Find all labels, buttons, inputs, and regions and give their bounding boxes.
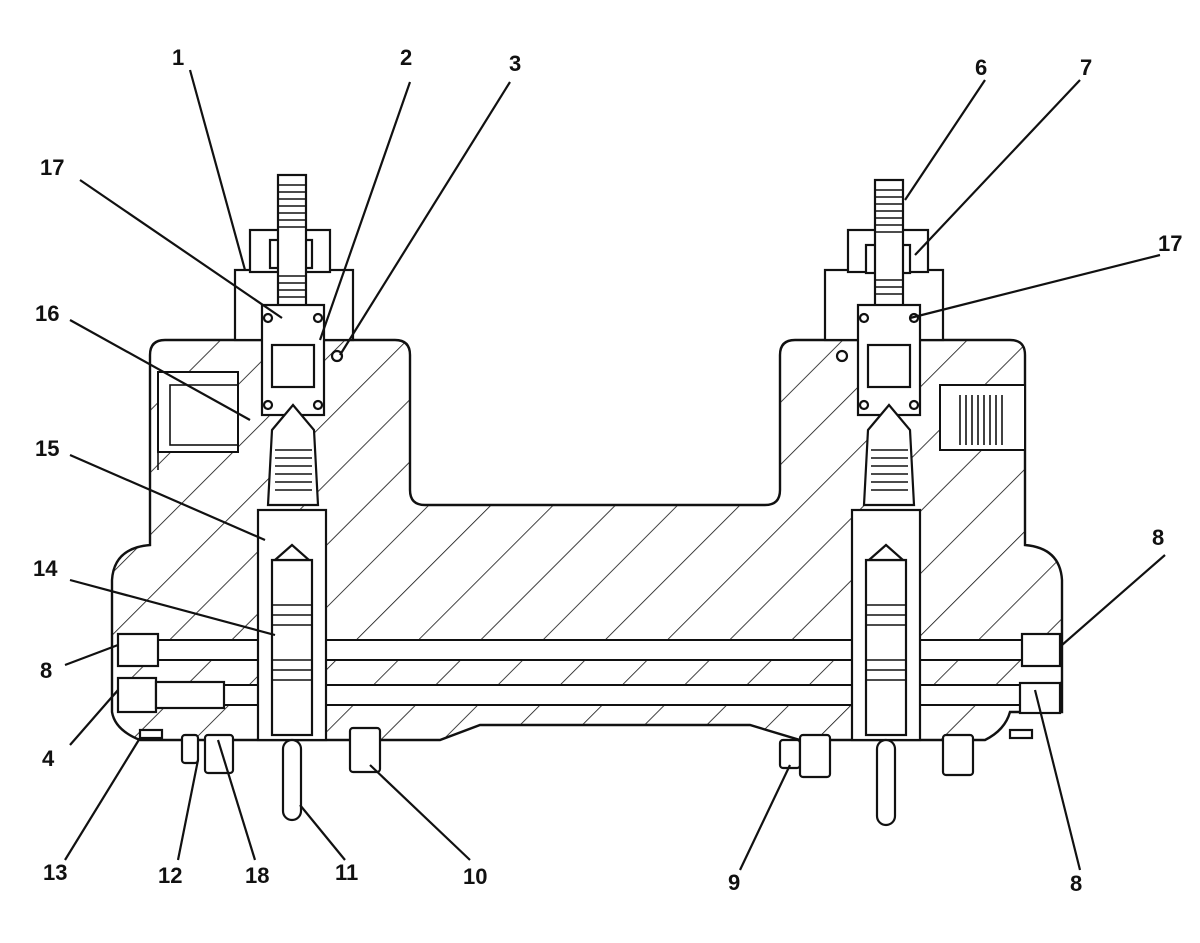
callout-14: 14 [33, 556, 58, 581]
right-o-ring [835, 349, 849, 363]
callout-3: 3 [509, 51, 522, 76]
leader-lines [64, 69, 1166, 871]
callout-10: 10 [463, 864, 488, 889]
callout-13: 13 [43, 860, 68, 885]
callout-1: 1 [172, 45, 185, 70]
right-poppet [862, 403, 916, 507]
bottom-screw-12 [180, 733, 200, 765]
left-lower-plug [116, 676, 158, 714]
bottom-plug-right-flat [1008, 728, 1034, 740]
left-poppet [266, 403, 320, 507]
callout-6: 6 [975, 55, 988, 80]
right-pilot-pin [875, 738, 897, 827]
right-lower-plug [1018, 681, 1062, 715]
left-upper-plug [116, 632, 160, 668]
callout-12: 12 [158, 863, 183, 888]
bottom-plug-9a [778, 738, 802, 770]
right-side-port [939, 384, 1026, 451]
bottom-plug-13 [138, 728, 164, 740]
left-spool [270, 558, 314, 737]
right-valve-assembly [823, 178, 945, 827]
left-adjust-screw [276, 173, 308, 312]
right-port-thread [959, 395, 1003, 445]
bottom-plug-10 [348, 726, 382, 774]
callout-17-right: 17 [1158, 231, 1183, 256]
right-adjust-screw [873, 178, 905, 312]
left-pilot-pin [281, 738, 303, 822]
callout-2: 2 [400, 45, 413, 70]
callout-16: 16 [35, 301, 60, 326]
callout-9: 9 [728, 870, 741, 895]
callout-8-right-bottom: 8 [1070, 871, 1083, 896]
left-valve-assembly [233, 173, 355, 822]
callout-8-left: 8 [40, 658, 53, 683]
left-o-ring [330, 349, 344, 363]
callout-8-right-top: 8 [1152, 525, 1165, 550]
left-check-insert [154, 680, 226, 710]
right-spool [864, 558, 908, 737]
callout-18: 18 [245, 863, 270, 888]
right-upper-plug [1020, 632, 1062, 668]
callout-7: 7 [1080, 55, 1093, 80]
callout-15: 15 [35, 436, 60, 461]
bottom-plug-9b [798, 733, 832, 779]
bottom-plug-right [941, 733, 975, 777]
callout-4: 4 [42, 746, 55, 771]
callout-11: 11 [335, 860, 359, 885]
callout-17-left: 17 [40, 155, 65, 180]
